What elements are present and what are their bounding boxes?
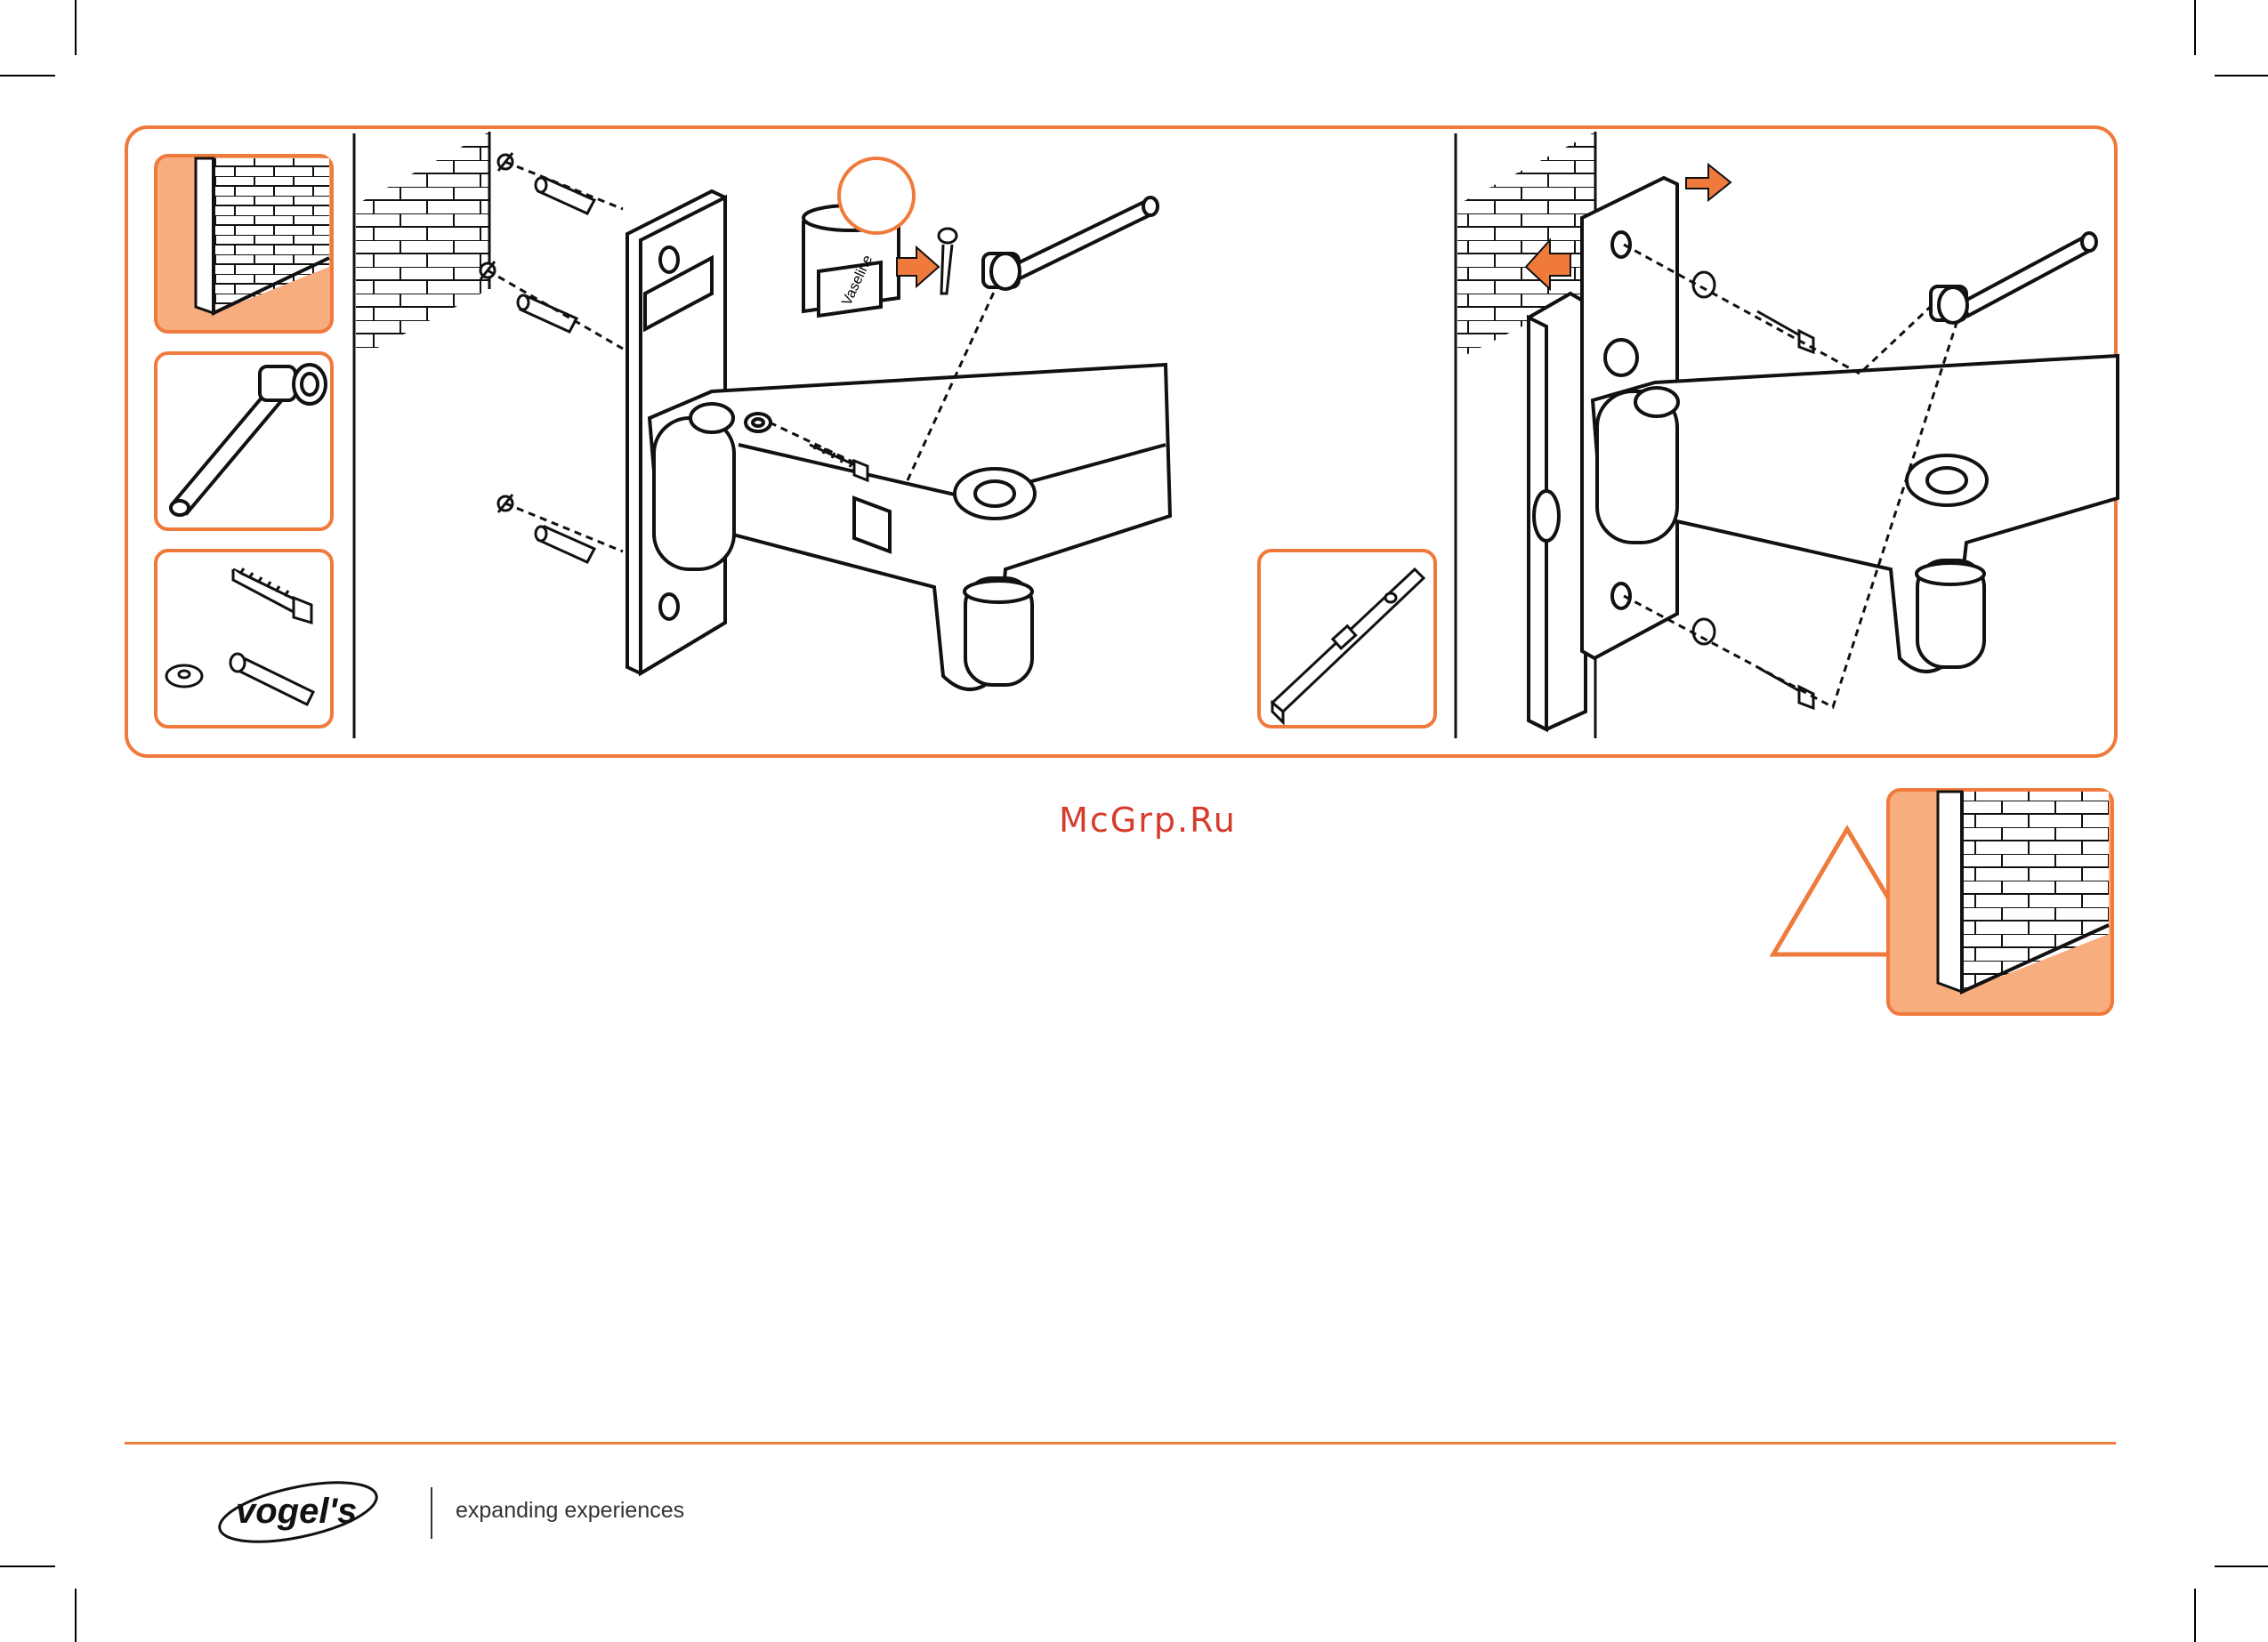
brand-divider <box>431 1487 432 1539</box>
small-screw <box>939 229 956 294</box>
parts-box <box>156 551 332 727</box>
wall-warning-box <box>1888 790 2112 1014</box>
swing-arm-left <box>650 365 1170 689</box>
socket-wrench-icon <box>983 197 1158 289</box>
arrow-icon <box>1686 165 1731 200</box>
footer-rule <box>125 1442 2116 1445</box>
arrow-icon <box>897 247 939 286</box>
brand-name: vogel's <box>236 1492 357 1531</box>
wall-type-box <box>156 156 332 332</box>
spirit-level-right <box>1529 294 1586 729</box>
tagline: expanding experiences <box>456 1498 684 1524</box>
socket-wrench-icon <box>1931 233 2096 323</box>
brick-wall-left <box>356 132 489 359</box>
wall-plugs <box>480 153 623 562</box>
vogels-logo: vogel's <box>214 1471 382 1553</box>
level-box <box>1259 551 1435 727</box>
tool-box <box>156 353 332 529</box>
watermark-text: McGrp.Ru <box>1050 801 1246 840</box>
swing-arm-right <box>1593 356 2118 672</box>
